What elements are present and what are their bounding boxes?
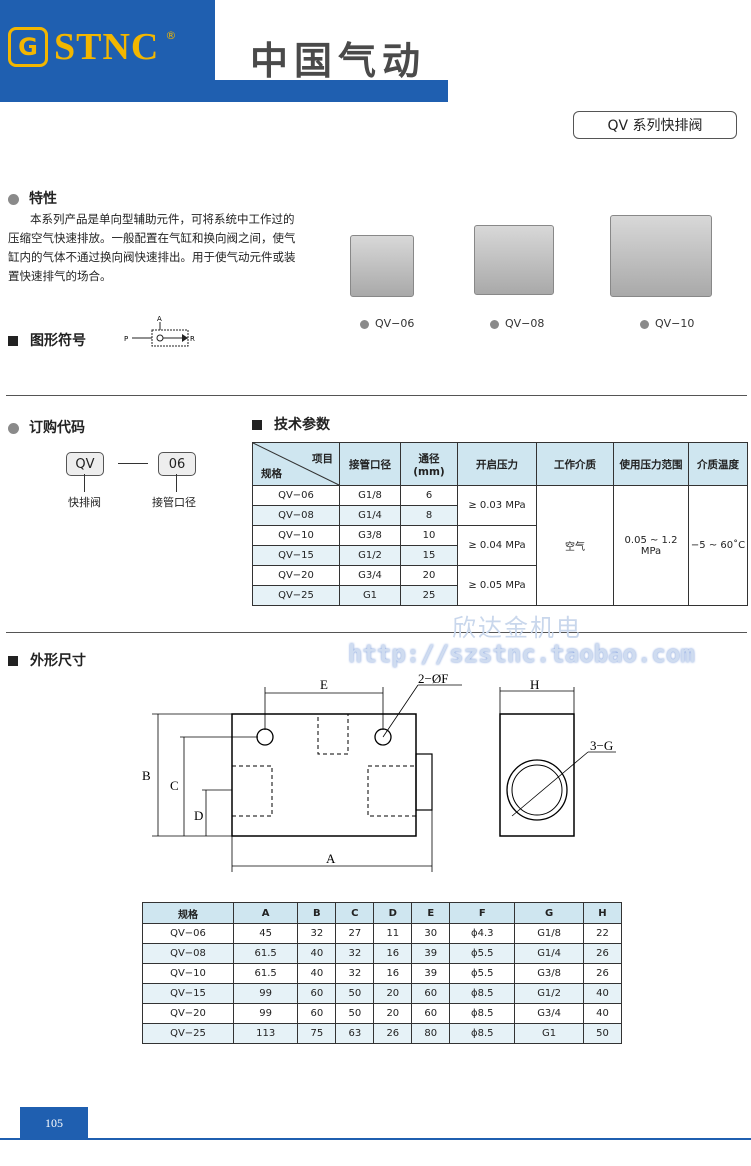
order-code-port: 06: [158, 452, 196, 476]
col-header: 开启压力: [457, 442, 537, 486]
table-corner-header: 项目 规格: [252, 442, 340, 486]
col-header: 通径 (mm): [400, 442, 458, 486]
features-description: 本系列产品是单向型辅助元件，可将系统中工作过的压缩空气快速排放。一般配置在气缸和…: [8, 212, 296, 283]
dimensions-heading: 外形尺寸: [8, 650, 86, 670]
order-heading: 订购代码: [8, 417, 85, 437]
order-code-series: QV: [66, 452, 104, 476]
order-label-port: 接管口径: [152, 496, 196, 509]
logo-g-icon: G: [8, 27, 48, 67]
order-label-series: 快排阀: [68, 496, 101, 509]
open-pressure: ≥ 0.03 MPa: [457, 485, 537, 526]
product-image-qv10: [610, 215, 712, 297]
col-header: G: [514, 902, 584, 924]
product-label-qv06: QV−06: [360, 317, 414, 330]
footer-line: [0, 1138, 751, 1140]
leader-line: [84, 474, 85, 492]
medium: 空气: [536, 485, 614, 606]
col-header: 介质温度: [688, 442, 748, 486]
tech-heading: 技术参数: [252, 414, 330, 434]
product-image-qv08: [474, 225, 554, 295]
tech-params-table: 项目 规格 接管口径 通径 (mm) 开启压力 工作介质 使用压力范围 介质温度…: [252, 442, 748, 606]
col-header: 使用压力范围: [613, 442, 689, 486]
svg-text:C: C: [170, 778, 179, 793]
svg-text:3−G: 3−G: [590, 738, 613, 753]
col-header: C: [335, 902, 375, 924]
col-header: 接管口径: [339, 442, 401, 486]
col-header: E: [411, 902, 451, 924]
col-header: F: [449, 902, 516, 924]
header-banner: [0, 0, 215, 88]
open-pressure: ≥ 0.05 MPa: [457, 565, 537, 606]
col-header: H: [582, 902, 623, 924]
bullet-square-icon: [252, 420, 262, 430]
svg-text:B: B: [142, 768, 151, 783]
header-bar: [0, 80, 448, 102]
page-number: 105: [20, 1107, 88, 1139]
temperature: −5 ~ 60˚C: [688, 485, 748, 606]
svg-text:H: H: [530, 677, 539, 692]
pressure-range: 0.05 ~ 1.2 MPa: [613, 485, 689, 606]
product-label-qv08: QV−08: [490, 317, 544, 330]
col-header: B: [297, 902, 337, 924]
bullet-square-icon: [8, 336, 18, 346]
features-heading: 特性: [8, 188, 57, 208]
bullet-dot-icon: [8, 193, 19, 205]
svg-text:2−ØF: 2−ØF: [418, 671, 448, 686]
logo-text: STNC: [54, 26, 160, 68]
svg-text:E: E: [320, 677, 328, 692]
product-image-qv06: [350, 235, 414, 297]
registered-mark: ®: [165, 28, 177, 42]
svg-text:A: A: [157, 315, 162, 323]
symbol-heading: 图形符号: [8, 330, 86, 350]
open-pressure: ≥ 0.04 MPa: [457, 525, 537, 566]
col-header: 工作介质: [536, 442, 614, 486]
col-header: A: [232, 902, 299, 924]
bullet-dot-icon: [8, 422, 19, 434]
divider: [6, 395, 747, 396]
logo: G STNC ®: [8, 24, 176, 70]
order-code-dash: [118, 463, 148, 464]
product-label-qv10: QV−10: [640, 317, 694, 330]
col-header: 规格: [142, 902, 234, 924]
svg-text:R: R: [190, 335, 195, 343]
watermark-text: 欣达金机电: [452, 614, 582, 642]
svg-text:D: D: [194, 808, 203, 823]
series-title: QV 系列快排阀: [573, 111, 737, 139]
col-header: D: [373, 902, 413, 924]
brand-title: 中国气动: [250, 39, 427, 83]
dimension-drawing: E 2−ØF B C D A H 3−G: [142, 671, 616, 872]
watermark-url: http://szstnc.taobao.com: [348, 640, 695, 668]
svg-text:A: A: [326, 851, 336, 866]
bullet-square-icon: [8, 656, 18, 666]
divider: [6, 632, 747, 633]
valve-symbol-icon: A P R: [124, 315, 195, 347]
leader-line: [176, 474, 177, 492]
svg-text:P: P: [124, 335, 128, 343]
